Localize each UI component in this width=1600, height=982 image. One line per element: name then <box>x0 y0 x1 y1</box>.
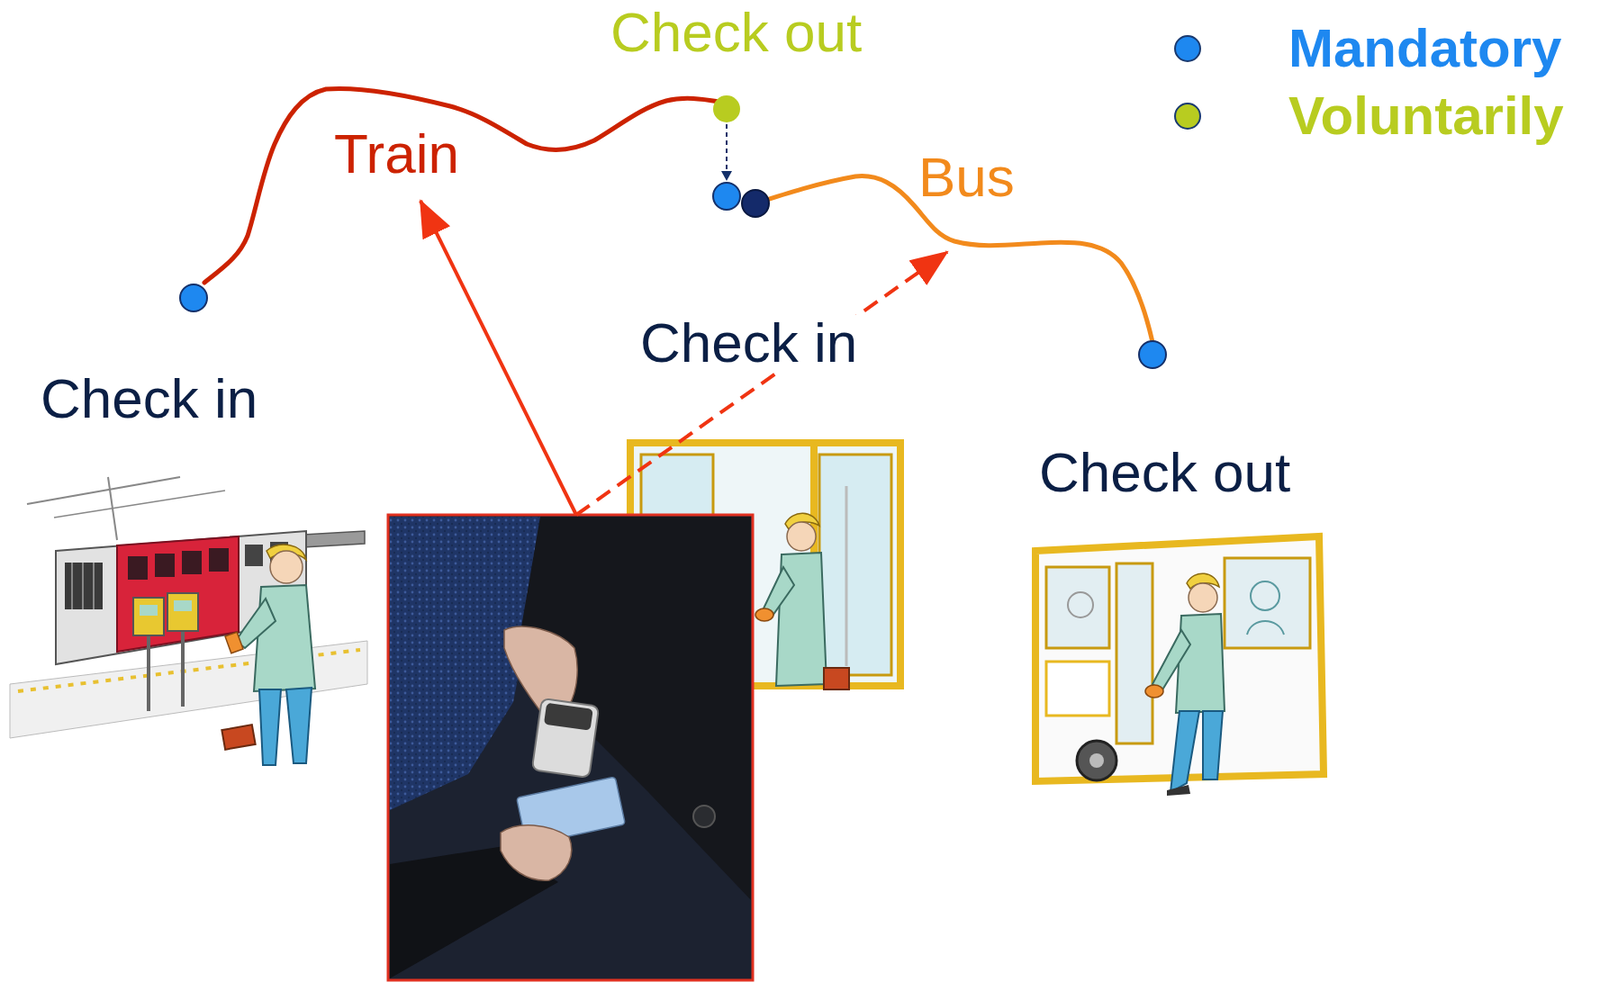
train-platform-scene <box>9 477 368 766</box>
bus-route <box>755 176 1153 343</box>
legend-dot <box>1174 102 1202 130</box>
mandatory-dot <box>1138 341 1167 369</box>
step-label: Check in <box>636 315 861 371</box>
mode-label: Train <box>330 126 463 182</box>
mode-label: Bus <box>914 149 1019 206</box>
mandatory-dot <box>713 182 741 210</box>
check-in-dot <box>741 189 769 217</box>
legend-entry: Mandatory <box>1174 21 1562 76</box>
voluntary-dot <box>713 95 741 123</box>
step-label: Check out <box>1035 444 1294 501</box>
train-route <box>204 88 720 283</box>
step-label: Check in <box>36 370 262 427</box>
legend-dot <box>1174 35 1202 63</box>
mandatory-dot <box>180 284 208 312</box>
train-pointer-arrow <box>420 200 577 516</box>
legend-text: Voluntarily <box>1288 85 1564 146</box>
legend-text: Mandatory <box>1288 18 1562 79</box>
transfer-arrow <box>725 124 728 181</box>
legend-entry: Voluntarily <box>1174 89 1564 144</box>
bus-pointer-arrow <box>576 252 948 516</box>
bus-check-out-scene <box>1035 536 1324 796</box>
voluntary-step-label: Check out <box>606 4 866 61</box>
card-reader-photo <box>388 515 753 981</box>
